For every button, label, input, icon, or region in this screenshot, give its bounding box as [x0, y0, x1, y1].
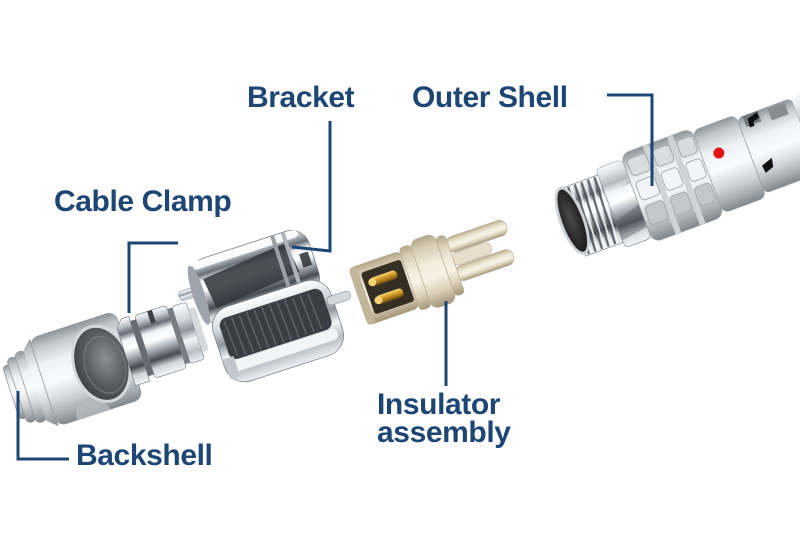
outer-shell-rear-opening — [557, 189, 588, 252]
insulator-front-face — [349, 266, 375, 325]
bracket-upper-slot — [299, 251, 313, 268]
bracket-callout-line — [291, 121, 332, 253]
cable-clamp-band — [135, 305, 187, 378]
cable-clamp-groove — [167, 307, 191, 365]
cable-clamp-groove — [130, 319, 154, 377]
cable-clamp-flange — [116, 316, 151, 387]
bracket-upper-reflection — [203, 242, 300, 309]
bracket-lower-lip — [230, 329, 338, 372]
outer-shell-callout-line — [607, 93, 654, 186]
bracket-lower-pin — [326, 290, 351, 306]
contact-pin-tip — [368, 278, 377, 287]
backshell-facet — [76, 396, 111, 421]
outer-shell-collar-facet — [595, 159, 630, 198]
red-dot-indicator — [713, 147, 725, 159]
contact-pin-icon — [376, 288, 404, 304]
backshell-mouth-opening — [74, 327, 129, 400]
label-insulator-assembly: Insulator assembly — [377, 388, 511, 449]
cable-clamp-callout-line — [127, 241, 178, 313]
callout-lines — [16, 93, 654, 461]
contact-pin-tip — [374, 296, 383, 305]
bracket-upper-ring — [270, 235, 295, 301]
outer-shell-collar-facet — [615, 204, 648, 241]
label-outer-shell: Outer Shell — [412, 81, 568, 114]
bracket-lower-half-part — [212, 279, 351, 383]
insulator-assembly-part — [349, 220, 515, 325]
bracket-lower-knurling — [223, 293, 322, 356]
bracket-upper-end — [187, 265, 211, 325]
backshell-mouth-inner-edge — [83, 335, 127, 394]
outer-shell-key-slot — [767, 102, 789, 121]
outer-shell-grip-gap — [667, 135, 706, 226]
contact-pin-icon — [370, 270, 398, 287]
backshell-part — [3, 313, 142, 427]
backshell-cone — [23, 338, 59, 427]
label-cable-clamp: Cable Clamp — [54, 185, 232, 218]
outer-shell-grip-cells — [627, 135, 716, 225]
outer-shell-part — [554, 87, 800, 257]
logo-mark-icon — [747, 112, 760, 128]
backshell-callout-line — [16, 391, 69, 461]
label-backshell: Backshell — [76, 439, 213, 472]
bracket-upper-half-part — [187, 229, 320, 325]
cable-clamp-part — [116, 287, 209, 387]
bracket-lower-tab — [222, 355, 241, 380]
cable-clamp-end-disc — [189, 307, 209, 352]
cable-clamp-slot — [147, 309, 156, 324]
logo-mark-icon — [762, 157, 774, 173]
label-bracket: Bracket — [247, 81, 355, 114]
insulator-collar-ring — [436, 235, 465, 296]
outer-shell-keyed-nose — [738, 99, 800, 193]
bracket-upper-ring — [280, 231, 306, 298]
